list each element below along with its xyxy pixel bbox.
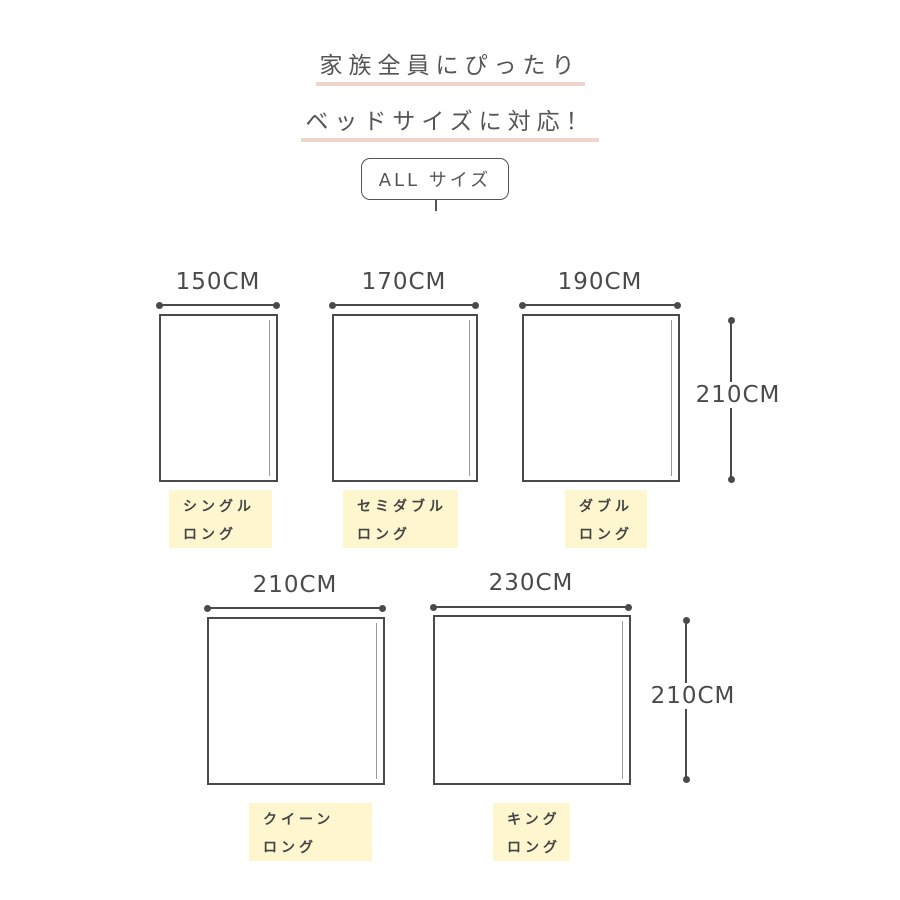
single-sheet-fold	[269, 320, 270, 476]
single-sheet	[159, 314, 278, 482]
queen-width-label: 210CM	[252, 572, 338, 598]
single-width-line	[156, 301, 280, 309]
king-size-tag: キング ロング	[493, 803, 570, 861]
single-size-tag: シングル ロング	[169, 490, 272, 548]
headline-line-1: 家族全員にぴったり	[0, 46, 900, 86]
semidouble-sheet-fold	[469, 320, 470, 476]
double-size-suffix: ロング	[579, 527, 633, 543]
double-sheet	[522, 314, 680, 482]
double-width-line	[519, 301, 681, 309]
queen-size-suffix: ロング	[263, 840, 317, 856]
single-size-suffix: ロング	[183, 527, 237, 543]
semidouble-size-suffix: ロング	[357, 527, 411, 543]
semidouble-size-name: セミダブル	[357, 499, 447, 515]
headline-line-1-text: 家族全員にぴったり	[315, 46, 585, 86]
queen-sheet	[207, 617, 385, 785]
single-width-label: 150CM	[175, 269, 261, 295]
semidouble-size-tag: セミダブル ロング	[343, 490, 458, 548]
queen-size-tag: クイーン ロング	[249, 803, 372, 861]
semidouble-sheet	[332, 314, 478, 482]
badge-pointer	[435, 199, 437, 211]
king-size-suffix: ロング	[507, 840, 561, 856]
queen-width-line	[204, 604, 386, 612]
double-size-tag: ダブル ロング	[565, 490, 647, 548]
double-width-label: 190CM	[557, 269, 643, 295]
row2-height-label: 210CM	[645, 683, 741, 709]
king-sheet	[433, 615, 631, 785]
king-size-name: キング	[507, 812, 561, 828]
king-sheet-fold	[622, 621, 623, 779]
double-sheet-fold	[671, 320, 672, 476]
all-sizes-badge: ALL サイズ	[361, 158, 509, 200]
row1-height-label: 210CM	[690, 382, 786, 408]
queen-size-name: クイーン	[263, 812, 335, 828]
headline-line-2: ベッドサイズに対応！	[0, 102, 900, 142]
double-size-name: ダブル	[579, 499, 633, 515]
single-size-name: シングル	[183, 499, 255, 515]
headline-line-2-text: ベッドサイズに対応！	[301, 102, 599, 142]
semidouble-width-line	[329, 301, 479, 309]
king-width-line	[430, 603, 632, 611]
queen-sheet-fold	[376, 623, 377, 779]
semidouble-width-label: 170CM	[361, 269, 447, 295]
king-width-label: 230CM	[488, 570, 574, 596]
